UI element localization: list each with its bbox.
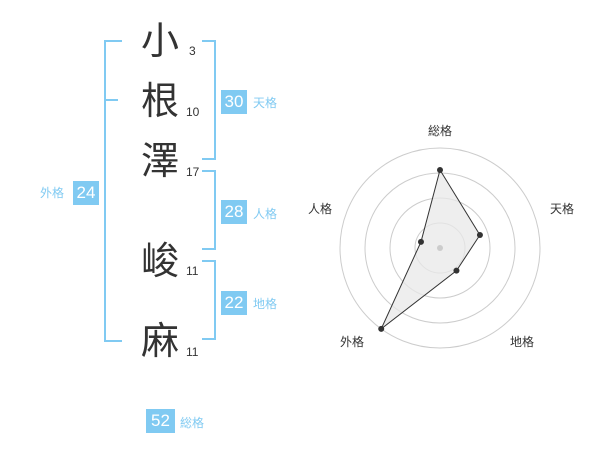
tenkaku-badge: 30 [221, 90, 247, 114]
jinkaku-bracket [202, 170, 216, 250]
name-char-4: 峻 [141, 239, 180, 283]
chikaku-badge: 22 [221, 291, 247, 315]
radar-axis-label-2: 地格 [510, 335, 535, 349]
tenkaku-label: 天格 [253, 96, 278, 110]
name-char-2: 根 [141, 79, 180, 123]
stroke-count-5: 11 [186, 345, 199, 359]
tenkaku-bracket [202, 40, 216, 160]
stroke-count-1: 3 [189, 44, 196, 58]
chikaku-bracket [202, 260, 216, 340]
name-char-5: 麻 [141, 319, 180, 363]
radar-axis-label-4: 人格 [308, 202, 333, 216]
soukaku-label: 総格 [180, 416, 205, 430]
jinkaku-badge: 28 [221, 200, 247, 224]
radar-axis-label-1: 天格 [550, 202, 575, 216]
radar-polygon [380, 168, 481, 330]
radar-axis-label-0: 総格 [428, 124, 453, 138]
radar-center [437, 245, 443, 251]
gaikaku-bracket [104, 40, 122, 342]
stroke-count-2: 10 [186, 105, 200, 119]
radar-point-2 [453, 267, 460, 274]
gaikaku-label: 外格 [40, 186, 65, 200]
radar-point-0 [437, 167, 443, 173]
gaikaku-badge: 24 [73, 181, 99, 205]
radar-point-4 [417, 238, 424, 245]
name-char-3: 澤 [141, 139, 180, 183]
stroke-count-3: 17 [186, 165, 200, 179]
name-char-1: 小 [141, 19, 180, 63]
jinkaku-label: 人格 [253, 207, 278, 221]
radar-ring-4 [339, 147, 541, 349]
radar-point-3 [378, 325, 385, 332]
radar-point-1 [476, 232, 483, 239]
chikaku-label: 地格 [253, 297, 278, 311]
radar-axis-label-3: 外格 [340, 335, 365, 349]
gaikaku-bracket-tick [104, 99, 118, 101]
stroke-count-4: 11 [186, 264, 199, 278]
soukaku-badge: 52 [146, 409, 175, 433]
